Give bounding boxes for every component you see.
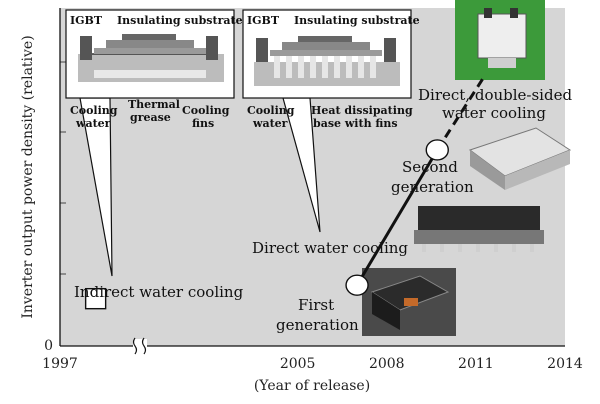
fin	[322, 56, 328, 78]
y-tick-label-zero: 0	[44, 338, 53, 354]
pin	[476, 244, 480, 252]
module-rim	[414, 230, 544, 244]
indirect-cooling-water-channel	[94, 70, 206, 78]
annotation-second-line1: Second	[402, 158, 458, 176]
annotation-double-line2: water cooling	[442, 104, 546, 122]
indirect-grease-label-1: Thermal	[128, 98, 180, 111]
pin	[440, 244, 444, 252]
y-axis-label: Inverter output power density (relative)	[20, 35, 36, 318]
fin	[286, 56, 292, 78]
unit-side	[470, 150, 505, 190]
annotation-first-line2: generation	[276, 316, 359, 334]
pin	[458, 244, 462, 252]
unit-front	[505, 150, 570, 190]
photo-module-body	[477, 13, 527, 59]
module-body	[418, 206, 540, 230]
indirect-water-label-2: water	[75, 117, 111, 130]
indirect-terminal-left	[80, 36, 92, 60]
x-tick-label: 2011	[458, 356, 494, 372]
fin	[310, 56, 316, 78]
x-axis-break	[132, 337, 147, 355]
y-ticks	[60, 61, 66, 275]
photo-double-sided-module	[455, 0, 545, 80]
photo-module-terminal	[510, 8, 518, 18]
indirect-grease-label-2: grease	[130, 111, 171, 124]
x-tick-label: 2014	[547, 356, 583, 372]
direct-cooling-diagram: IGBT Insulating substrate Cooling water …	[242, 9, 420, 130]
indirect-insulating-substrate	[106, 40, 194, 48]
x-tick-label: 2005	[280, 356, 316, 372]
module-pins	[422, 244, 534, 252]
photo-module-terminal	[484, 8, 492, 18]
axis-break-mark-right	[141, 337, 147, 355]
indirect-igbt-chip	[122, 34, 176, 40]
series-line-direct	[355, 149, 439, 286]
pin	[494, 244, 498, 252]
direct-base-label-1: Heat dissipating	[311, 104, 413, 117]
indirect-fins-label-1: Cooling	[182, 104, 230, 117]
fin	[358, 56, 364, 78]
pin	[530, 244, 534, 252]
indirect-cooling-diagram: IGBT Insulating substrate Cooling water …	[65, 9, 243, 130]
fin	[274, 56, 280, 78]
direct-igbt-label: IGBT	[247, 14, 280, 27]
direct-base-label-2: base with fins	[313, 117, 398, 130]
direct-insulating-substrate	[282, 42, 370, 50]
photo-power-module	[414, 206, 544, 252]
pin	[422, 244, 426, 252]
axis-break-mark-left	[132, 337, 138, 355]
photo-second-generation-unit	[468, 127, 572, 190]
annotation-indirect: Indirect water cooling	[74, 283, 244, 301]
direct-water-label-1: Cooling	[247, 104, 295, 117]
annotation-double-line1: Direct, double-sided	[418, 86, 572, 104]
indirect-copper-base	[94, 48, 206, 54]
x-tick-label: 1997	[42, 356, 78, 372]
photo-module-pins	[488, 58, 516, 68]
indirect-igbt-label: IGBT	[70, 14, 103, 27]
indirect-substrate-label: Insulating substrate	[117, 14, 243, 27]
pin	[512, 244, 516, 252]
fin	[346, 56, 352, 78]
direct-heat-dissipating-base	[270, 50, 382, 56]
fin	[298, 56, 304, 78]
direct-base-fins	[274, 56, 376, 78]
indirect-fins-label-2: fins	[192, 117, 214, 130]
indirect-terminal-right	[206, 36, 218, 60]
direct-water-label-2: water	[252, 117, 288, 130]
indirect-water-label-1: Cooling	[70, 104, 118, 117]
direct-terminal-right	[384, 38, 396, 62]
annotation-direct: Direct water cooling	[252, 239, 408, 257]
connector	[404, 298, 418, 306]
x-tick-labels: 1997 2005 2008 2011 2014	[42, 356, 583, 372]
point-first-generation	[345, 274, 369, 296]
x-tick-label: 2008	[369, 356, 405, 372]
direct-igbt-chip	[298, 36, 352, 42]
photo-first-generation-unit	[362, 268, 456, 336]
unit-side	[372, 292, 400, 330]
annotation-second-line2: generation	[391, 178, 474, 196]
fin	[370, 56, 376, 78]
fin	[334, 56, 340, 78]
point-indirect-water-cooling	[84, 287, 107, 310]
direct-substrate-label: Insulating substrate	[294, 14, 420, 27]
annotations: Indirect water cooling Direct water cool…	[74, 86, 572, 334]
point-second-generation	[425, 139, 449, 161]
x-axis-label: (Year of release)	[254, 378, 370, 394]
annotation-first-line1: First	[298, 296, 334, 314]
data-marks	[84, 74, 487, 310]
direct-terminal-left	[256, 38, 268, 62]
